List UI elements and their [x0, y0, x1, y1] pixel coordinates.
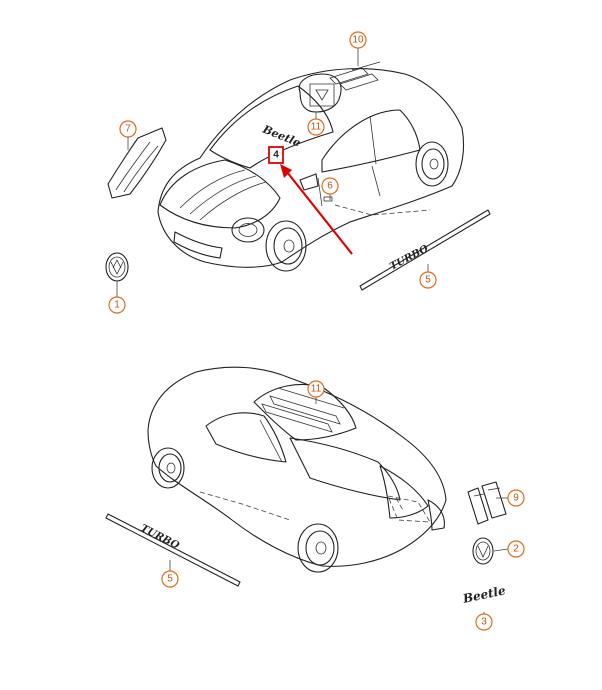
callout-11-top[interactable]: 11	[307, 118, 325, 136]
svg-text:4: 4	[273, 150, 279, 161]
callout-4-highlighted[interactable]: 4	[268, 146, 284, 164]
turbo-side-label-rear: TURBO	[139, 523, 182, 552]
beetle-windshield-badge: Beetle	[260, 122, 302, 149]
hood-stripe-decal	[107, 127, 167, 199]
callout-3[interactable]: 3	[475, 613, 493, 631]
rear-stripe-decal-left	[467, 487, 489, 525]
top-car-callouts	[116, 48, 429, 297]
rear-stripe-decal-right	[481, 481, 507, 519]
callout-6[interactable]: 6	[321, 177, 339, 195]
callout-11-bottom[interactable]: 11	[307, 380, 325, 398]
callout-5-bottom[interactable]: 5	[161, 570, 179, 588]
turbo-side-strip-front	[359, 209, 491, 291]
svg-text:9: 9	[513, 493, 519, 504]
rear-window-logo-plaque	[298, 73, 342, 113]
beetle-rear-badge: Beetle	[461, 583, 507, 606]
svg-text:3: 3	[481, 617, 487, 628]
rear-vw-emblem	[472, 537, 494, 565]
svg-text:7: 7	[125, 124, 131, 135]
turbo-side-label-front: TURBO	[388, 243, 430, 272]
top-car-front-view: Beetle TURBO	[105, 61, 491, 291]
turbo-side-strip-rear	[105, 513, 241, 587]
callout-1[interactable]: 1	[108, 296, 126, 314]
callout-2[interactable]: 2	[507, 540, 525, 558]
svg-text:5: 5	[167, 574, 173, 585]
bottom-car-rear-view: TURBO Beetle	[105, 366, 507, 606]
callout-9[interactable]: 9	[507, 489, 525, 507]
highlight-arrow	[286, 171, 353, 255]
svg-text:5: 5	[425, 275, 431, 286]
callout-10[interactable]: 10	[349, 31, 367, 49]
highlight-arrowhead	[280, 164, 292, 178]
svg-text:2: 2	[513, 544, 519, 555]
svg-text:11: 11	[311, 384, 322, 395]
svg-text:10: 10	[352, 35, 364, 46]
callout-5-top[interactable]: 5	[419, 271, 437, 289]
svg-text:6: 6	[327, 181, 333, 192]
bottom-car-callouts	[169, 396, 509, 616]
callout-7[interactable]: 7	[119, 120, 137, 138]
svg-text:11: 11	[311, 122, 322, 133]
svg-text:1: 1	[114, 300, 120, 311]
